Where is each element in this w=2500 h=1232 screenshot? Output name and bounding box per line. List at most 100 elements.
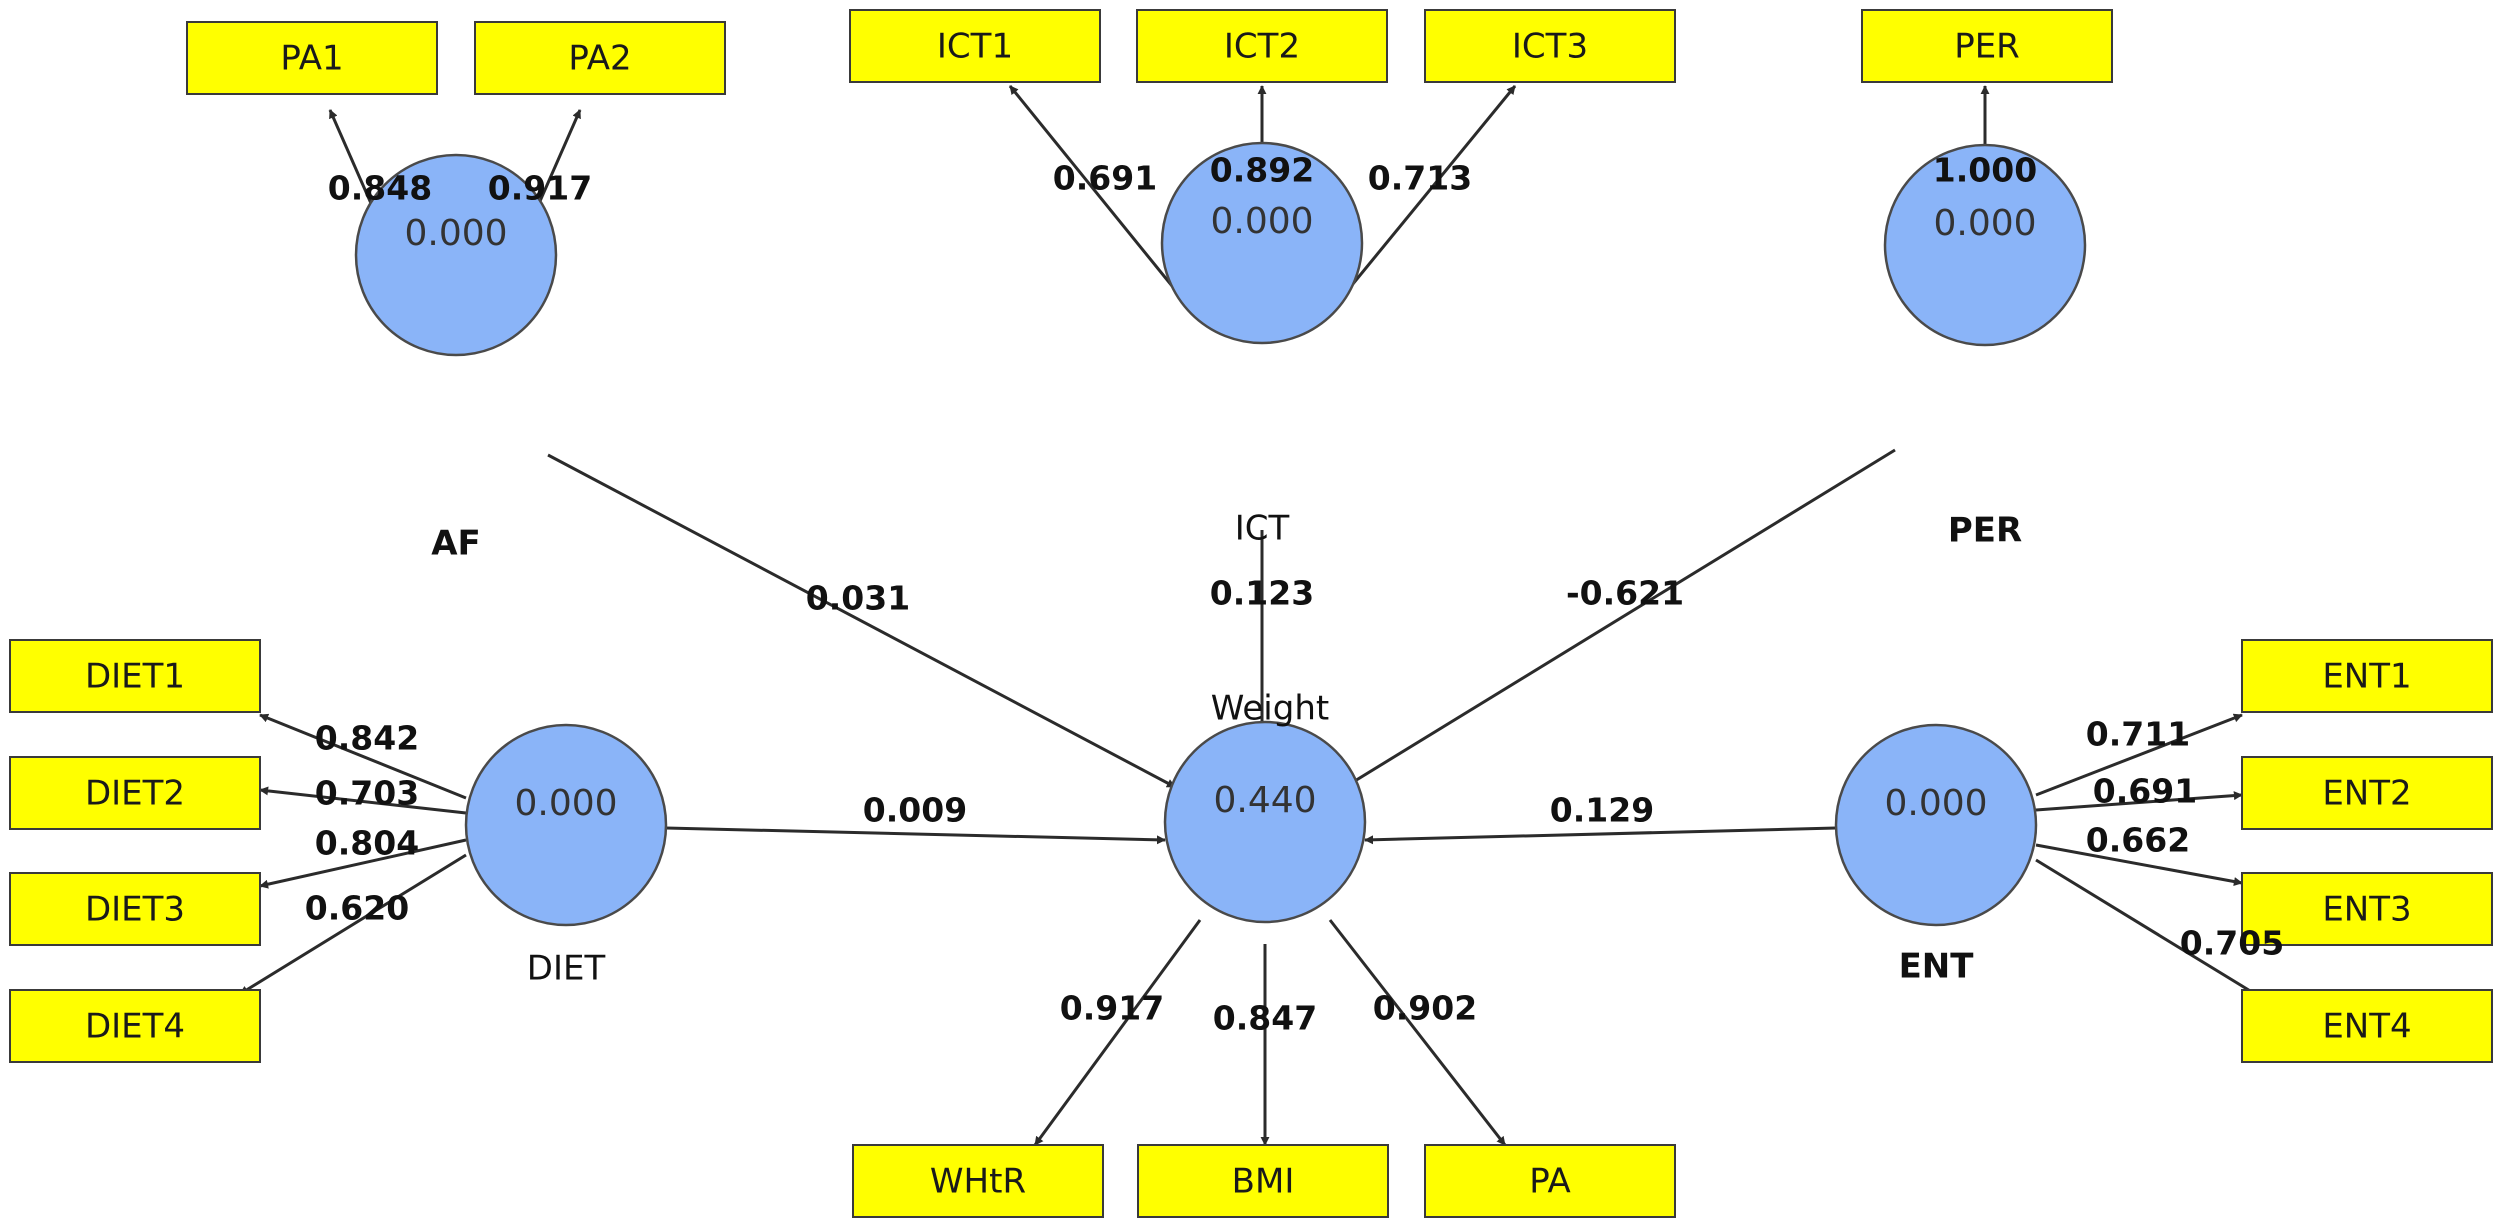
indicator-box xyxy=(852,1144,1104,1218)
indicator-box xyxy=(9,639,261,713)
edge-weight-per-to-per_ind: 1.000 xyxy=(1933,151,2037,190)
edge-weight-ict-to-ict1: 0.691 xyxy=(1053,159,1157,198)
edge-weight-ent-to-ent3: 0.662 xyxy=(2086,821,2190,860)
edge-weight-to-pa xyxy=(1328,919,1507,1146)
indicator-box xyxy=(9,756,261,830)
indicator-label: WHtR xyxy=(930,1162,1026,1202)
edge-weight-weight-to-pa: 0.902 xyxy=(1373,989,1477,1028)
indicator-label: PER xyxy=(1954,27,2020,67)
edge-ent-to-ent2 xyxy=(2035,791,2243,812)
weights-layer: 0.848 0.917 0.691 0.892 0.713 1.000 0.842 0.703… xyxy=(305,151,2284,1038)
construct-name: ENT xyxy=(1899,947,1975,987)
indicator-box xyxy=(1424,1144,1676,1218)
edge-weight-diet-to-diet1: 0.842 xyxy=(315,719,419,758)
indicator-label: DIET3 xyxy=(85,890,185,930)
edge-ent-to-ent4 xyxy=(2035,858,2266,1002)
construct-weight[interactable]: 0.440 Weight xyxy=(1163,689,1367,924)
edge-weight-diet-to-weight: 0.009 xyxy=(863,791,967,830)
edge-weight-ict-to-weight: 0.123 xyxy=(1210,574,1314,613)
edge-weight-ent-to-ent1: 0.711 xyxy=(2086,715,2190,754)
edge-weight-to-whtr xyxy=(1033,919,1202,1146)
indicator-label: PA xyxy=(1529,1162,1571,1202)
edge-diet-to-weight xyxy=(665,826,1166,845)
indicator-bmi[interactable]: BMI xyxy=(1137,1144,1389,1218)
indicator-whtr[interactable]: WHtR xyxy=(852,1144,1104,1218)
indicator-pa1[interactable]: PA1 xyxy=(186,21,438,95)
indicator-box xyxy=(2241,989,2493,1063)
construct-name: PER xyxy=(1948,511,2022,551)
indicator-ent3[interactable]: ENT3 xyxy=(2241,872,2493,946)
indicator-box xyxy=(2241,756,2493,830)
edge-weight-ent-to-weight: 0.129 xyxy=(1550,791,1654,830)
indicator-box xyxy=(1861,9,2113,83)
construct-name: Weight xyxy=(1211,689,1329,729)
edge-af-to-weight xyxy=(547,453,1176,789)
edge-weight-af-to-pa1: 0.848 xyxy=(328,169,432,208)
indicator-ent1[interactable]: ENT1 xyxy=(2241,639,2493,713)
indicator-ent4[interactable]: ENT4 xyxy=(2241,989,2493,1063)
indicator-box xyxy=(9,872,261,946)
indicator-label: ENT4 xyxy=(2322,1007,2411,1047)
edge-ent-to-ent3 xyxy=(2035,843,2243,886)
edge-weight-diet-to-diet2: 0.703 xyxy=(315,774,419,813)
indicator-label: PA2 xyxy=(568,39,631,79)
indicator-label: ICT1 xyxy=(937,27,1013,67)
indicator-ict2[interactable]: ICT2 xyxy=(1136,9,1388,83)
indicator-label: ICT3 xyxy=(1512,27,1588,67)
edge-ict-to-ict1 xyxy=(1008,85,1200,319)
edge-per-to-weight xyxy=(1344,448,1896,789)
indicator-ict1[interactable]: ICT1 xyxy=(849,9,1101,83)
construct-name: AF xyxy=(431,524,481,564)
indicator-box xyxy=(849,9,1101,83)
indicator-ent2[interactable]: ENT2 xyxy=(2241,756,2493,830)
edge-weight-per-to-weight: -0.621 xyxy=(1566,574,1684,613)
indicator-label: PA1 xyxy=(280,39,343,79)
indicator-box xyxy=(1424,9,1676,83)
edge-weight-weight-to-whtr: 0.917 xyxy=(1060,989,1164,1028)
construct-value: 0.000 xyxy=(1933,203,2036,244)
construct-value: 0.440 xyxy=(1213,780,1316,821)
edge-diet-to-diet3 xyxy=(259,838,467,889)
edge-weight-ict-to-ict3: 0.713 xyxy=(1368,159,1472,198)
indicator-pa[interactable]: PA xyxy=(1424,1144,1676,1218)
construct-circle xyxy=(464,723,668,927)
edge-weight-diet-to-diet4: 0.620 xyxy=(305,889,409,928)
edge-diet-to-diet2 xyxy=(259,786,467,815)
indicator-box xyxy=(9,989,261,1063)
construct-circle xyxy=(1883,143,2087,347)
indicator-box xyxy=(474,21,726,95)
indicator-label: ENT1 xyxy=(2322,657,2411,697)
edge-weight-diet-to-diet3: 0.804 xyxy=(315,824,419,863)
indicator-label: ENT2 xyxy=(2322,774,2411,814)
edge-diet-to-diet1 xyxy=(259,713,467,800)
indicator-ict3[interactable]: ICT3 xyxy=(1424,9,1676,83)
indicator-diet4[interactable]: DIET4 xyxy=(9,989,261,1063)
indicator-label: DIET1 xyxy=(85,657,185,697)
edge-weight-ent-to-ent4: 0.705 xyxy=(2180,924,2284,963)
edge-weight-ent-to-ent2: 0.691 xyxy=(2093,772,2197,811)
edge-weight-ict-to-ict2: 0.892 xyxy=(1210,151,1314,190)
indicator-diet3[interactable]: DIET3 xyxy=(9,872,261,946)
indicator-box xyxy=(2241,639,2493,713)
indicator-label: DIET2 xyxy=(85,774,185,814)
indicator-pa2[interactable]: PA2 xyxy=(474,21,726,95)
edge-weight-af-to-pa2: 0.917 xyxy=(488,169,592,208)
indicator-diet1[interactable]: DIET1 xyxy=(9,639,261,713)
indicator-box xyxy=(1137,1144,1389,1218)
indicator-diet2[interactable]: DIET2 xyxy=(9,756,261,830)
indicator-per_ind[interactable]: PER xyxy=(1861,9,2113,83)
indicator-box xyxy=(186,21,438,95)
edge-ent-to-weight xyxy=(1364,826,1837,845)
indicator-label: ICT2 xyxy=(1224,27,1300,67)
edge-weight-weight-to-bmi: 0.847 xyxy=(1213,999,1317,1038)
construct-circle xyxy=(1160,141,1364,345)
construct-circle xyxy=(1163,720,1367,924)
